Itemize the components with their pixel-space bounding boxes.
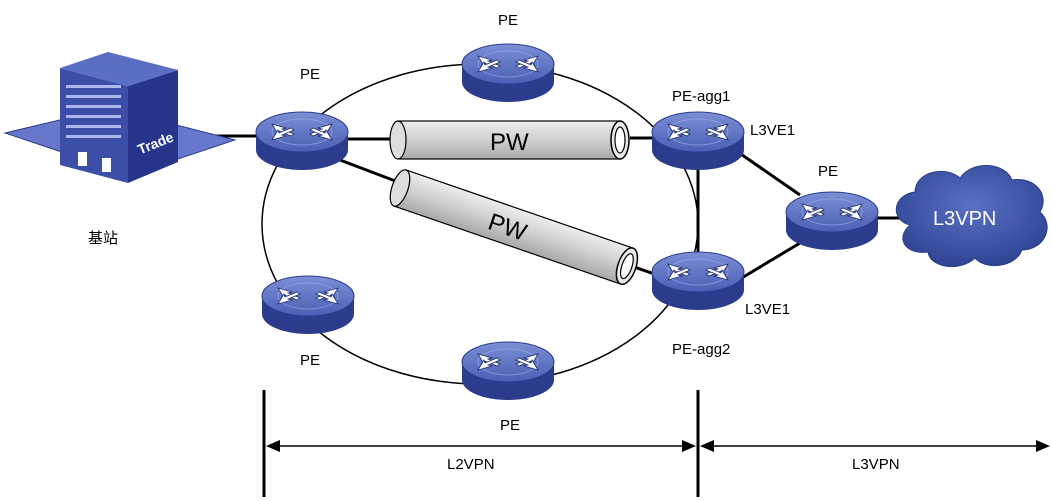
pw-label-1: PW: [490, 129, 529, 156]
l3vpn-cloud: L3VPN: [895, 165, 1048, 268]
l2vpn-range-label: L2VPN: [447, 456, 495, 473]
router-pe-bottom-left: [261, 275, 355, 335]
pw-tunnel-2: PW: [389, 169, 639, 286]
label-pe-bottom: PE: [500, 417, 520, 434]
link-agg2-pe: [734, 241, 801, 284]
label-pe-left: PE: [300, 66, 320, 83]
label-pe-bottom-left: PE: [300, 352, 320, 369]
cloud-label: L3VPN: [933, 208, 996, 230]
router-pe-bottom: [461, 341, 555, 401]
router-pe-agg2: [651, 251, 745, 311]
l3vpn-range-label: L3VPN: [852, 456, 900, 473]
label-pe-right: PE: [818, 163, 838, 180]
router-pe-right: [785, 191, 879, 251]
router-pe-agg1: [651, 111, 745, 171]
router-pe-top: [461, 43, 555, 103]
label-agg1-interface: L3VE1: [750, 122, 795, 139]
pw-tunnel-1: PW: [389, 120, 630, 160]
link-agg1-pe: [734, 148, 801, 197]
label-pe-top: PE: [498, 12, 518, 29]
base-station-label: 基站: [88, 229, 118, 247]
base-station-building: Trade: [3, 52, 237, 183]
label-pe-agg1: PE-agg1: [672, 88, 730, 105]
router-pe-left: [255, 111, 349, 171]
link-pe-tunnel2: [339, 158, 399, 184]
label-agg2-interface: L3VE1: [745, 301, 790, 318]
l3vpn-range-arrow: [700, 440, 1050, 452]
label-pe-agg2: PE-agg2: [672, 341, 730, 358]
l2vpn-range-arrow: [266, 440, 696, 452]
